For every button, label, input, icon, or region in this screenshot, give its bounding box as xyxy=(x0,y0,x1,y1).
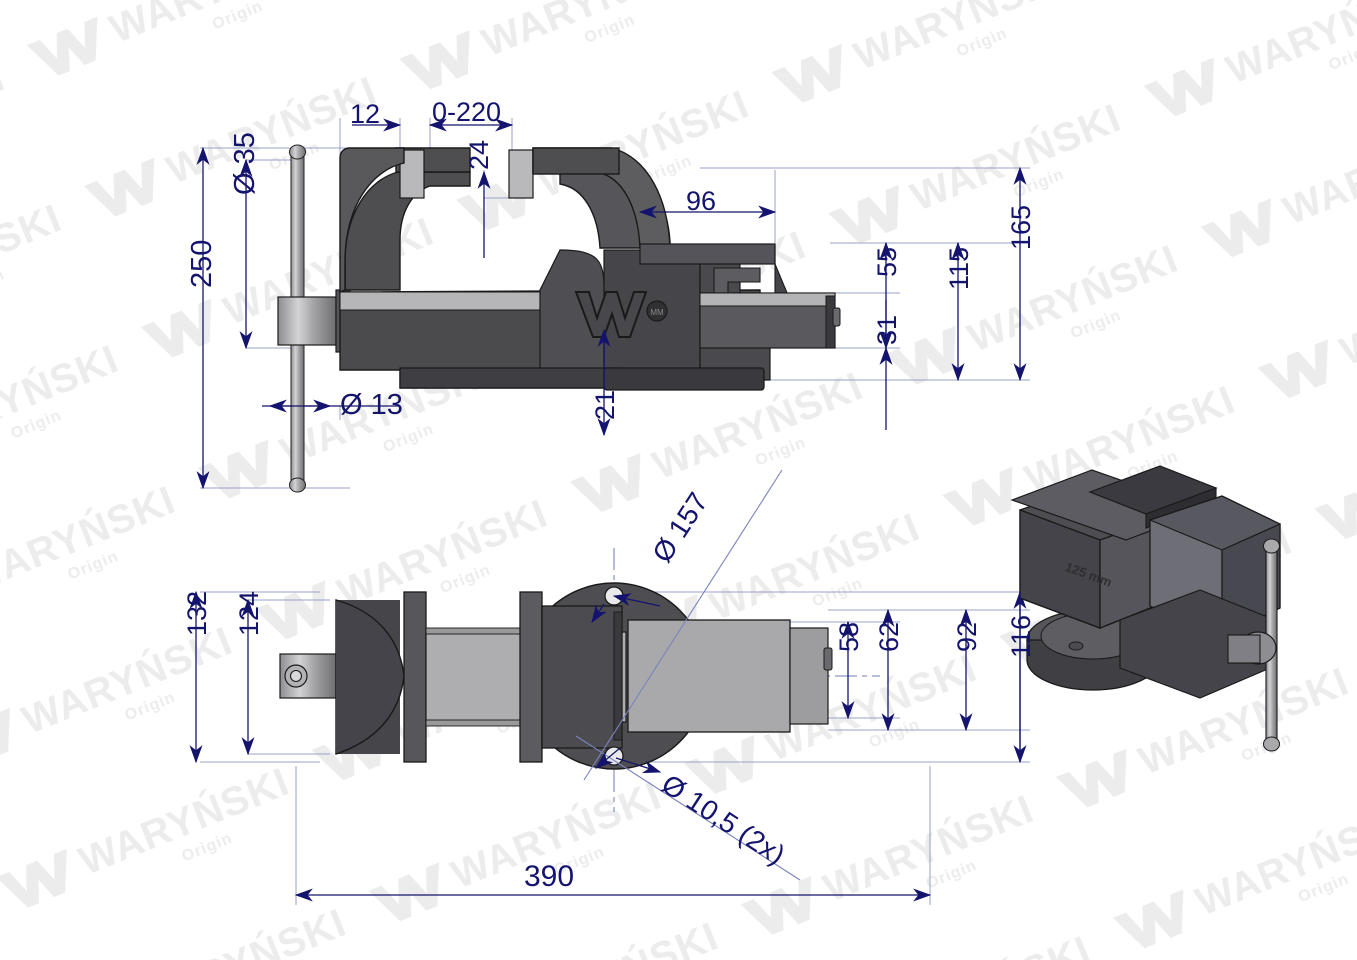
dim-label-13: Ø 13 xyxy=(340,389,403,421)
dim-label-31: 31 xyxy=(872,314,902,345)
vise-body-side: MM xyxy=(339,147,841,391)
dim-label-132: 132 xyxy=(182,590,212,636)
svg-text:MM: MM xyxy=(650,308,664,317)
side-elevation-view: MM xyxy=(200,118,1030,493)
dim-label-165: 165 xyxy=(1006,204,1036,250)
dim-label-12: 12 xyxy=(350,99,381,129)
moving-jaw-plan xyxy=(627,619,791,733)
dim-label-35: Ø 35 xyxy=(229,132,261,195)
plan-top-view xyxy=(200,548,1030,905)
dim-label-24: 24 xyxy=(464,139,494,170)
dim-label-92: 92 xyxy=(952,621,982,652)
dim-label-390: 390 xyxy=(524,860,575,893)
dim-label-124: 124 xyxy=(234,590,264,636)
dim-label-116: 116 xyxy=(1006,614,1036,658)
dim-label-96: 96 xyxy=(686,186,717,216)
dim-label-21: 21 xyxy=(590,389,620,420)
dim-label-250: 250 xyxy=(186,239,218,288)
dim-label-0-220: 0-220 xyxy=(432,97,502,127)
isometric-product-view xyxy=(1010,465,1281,762)
dim-label-58: 58 xyxy=(834,621,864,652)
dim-label-115: 115 xyxy=(944,246,974,290)
dim-label-55: 55 xyxy=(872,246,902,277)
dim-label-62: 62 xyxy=(874,621,904,652)
spindle-boss xyxy=(277,289,351,353)
